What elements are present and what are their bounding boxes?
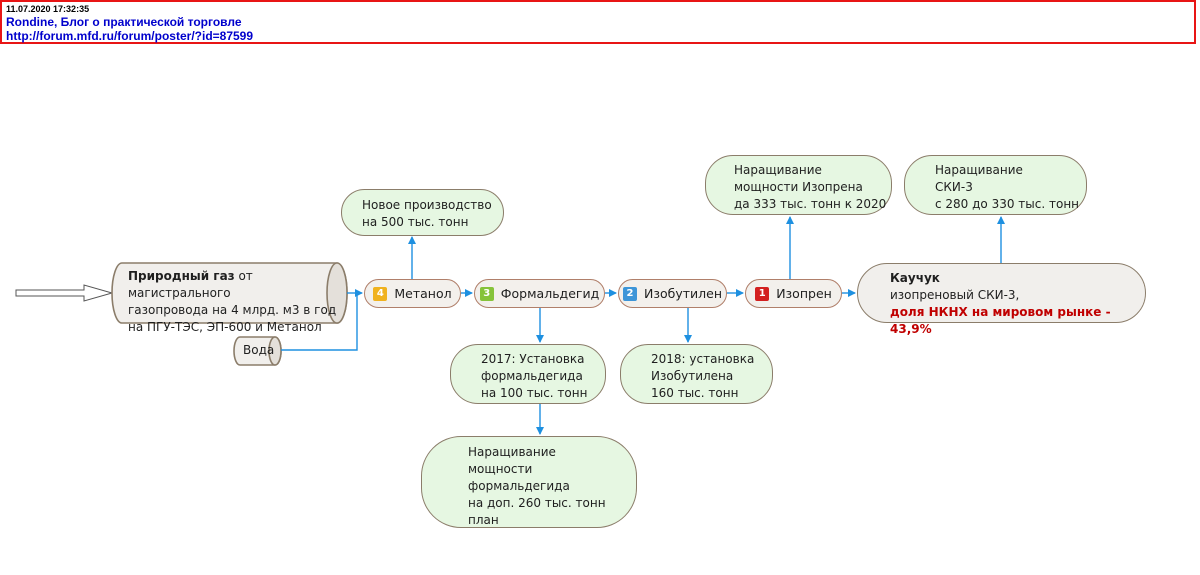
note-line: на 500 тыс. тонн bbox=[362, 215, 469, 229]
blog-title: Rondine, Блог о практической торговле bbox=[6, 15, 242, 29]
priority-badge-4: 4 bbox=[373, 286, 388, 301]
gas-title: Природный газ bbox=[128, 269, 235, 283]
note-line: с 280 до 330 тыс. тонн bbox=[935, 197, 1080, 211]
priority-badge-3: 3 bbox=[479, 286, 494, 301]
source-header: 11.07.2020 17:32:35 Rondine, Блог о прак… bbox=[0, 0, 1196, 44]
timestamp: 11.07.2020 17:32:35 bbox=[6, 4, 90, 14]
note-formaldehyde-2017: 2017: Установка формальдегида на 100 тыс… bbox=[450, 344, 606, 404]
note-methanol: Новое производство на 500 тыс. тонн bbox=[341, 189, 504, 236]
gas-line3: на ПГУ-ТЭС, ЭП-600 и Метанол bbox=[128, 320, 322, 334]
note-line: Новое производство bbox=[362, 198, 492, 212]
note-line: мощности bbox=[468, 462, 533, 476]
note-line: формальдегида bbox=[481, 369, 583, 383]
step-methanol: 4 Метанол bbox=[364, 279, 461, 308]
note-line: Изобутилена bbox=[651, 369, 734, 383]
note-line: 160 тыс. тонн bbox=[651, 386, 739, 400]
step-isobutylene-label: Изобутилен bbox=[643, 286, 722, 301]
note-line: на доп. 260 тыс. тонн bbox=[468, 496, 606, 510]
gas-cylinder bbox=[111, 262, 348, 324]
rubber-line2: изопреновый СКИ-3, bbox=[890, 288, 1020, 302]
note-isoprene: Наращивание мощности Изопрена да 333 тыс… bbox=[705, 155, 892, 215]
step-methanol-label: Метанол bbox=[394, 286, 452, 301]
note-line: план bbox=[468, 513, 499, 527]
step-isoprene-label: Изопрен bbox=[776, 286, 832, 301]
step-formaldehyde: 3 Формальдегид bbox=[474, 279, 605, 308]
water-label: Вода bbox=[243, 343, 275, 357]
priority-badge-1: 1 bbox=[755, 286, 770, 301]
step-formaldehyde-label: Формальдегид bbox=[500, 286, 600, 301]
note-formaldehyde-plan: Наращивание мощности формальдегида на до… bbox=[421, 436, 637, 528]
natural-gas-node: Природный газ от магистрального газопров… bbox=[128, 268, 338, 336]
note-line: Наращивание bbox=[935, 163, 1023, 177]
priority-badge-2: 2 bbox=[622, 286, 637, 301]
water-cylinder bbox=[233, 336, 282, 366]
note-line: формальдегида bbox=[468, 479, 570, 493]
step-isoprene: 1 Изопрен bbox=[745, 279, 842, 308]
input-arrow bbox=[15, 284, 114, 302]
note-isobutylene-2018: 2018: установка Изобутилена 160 тыс. тон… bbox=[620, 344, 773, 404]
note-ski3: Наращивание СКИ-3 с 280 до 330 тыс. тонн bbox=[904, 155, 1087, 215]
forum-link[interactable]: http://forum.mfd.ru/forum/poster/?id=875… bbox=[6, 29, 254, 43]
gas-line2: газопровода на 4 млрд. м3 в год bbox=[128, 303, 337, 317]
note-line: да 333 тыс. тонн к 2020 bbox=[734, 197, 887, 211]
market-share-text: доля НКНХ на мировом рынке - 43,9% bbox=[890, 305, 1111, 336]
water-node: Вода bbox=[243, 342, 274, 359]
rubber-title: Каучук bbox=[890, 271, 940, 285]
note-line: 2018: установка bbox=[651, 352, 755, 366]
note-line: мощности Изопрена bbox=[734, 180, 863, 194]
step-isobutylene: 2 Изобутилен bbox=[618, 279, 727, 308]
note-line: 2017: Установка bbox=[481, 352, 585, 366]
note-line: Наращивание bbox=[734, 163, 822, 177]
note-line: на 100 тыс. тонн bbox=[481, 386, 588, 400]
note-line: Наращивание bbox=[468, 445, 556, 459]
rubber-node: Каучук изопреновый СКИ-3, доля НКНХ на м… bbox=[857, 263, 1146, 336]
gas-line1: от магистрального bbox=[128, 269, 253, 300]
note-line: СКИ-3 bbox=[935, 180, 973, 194]
